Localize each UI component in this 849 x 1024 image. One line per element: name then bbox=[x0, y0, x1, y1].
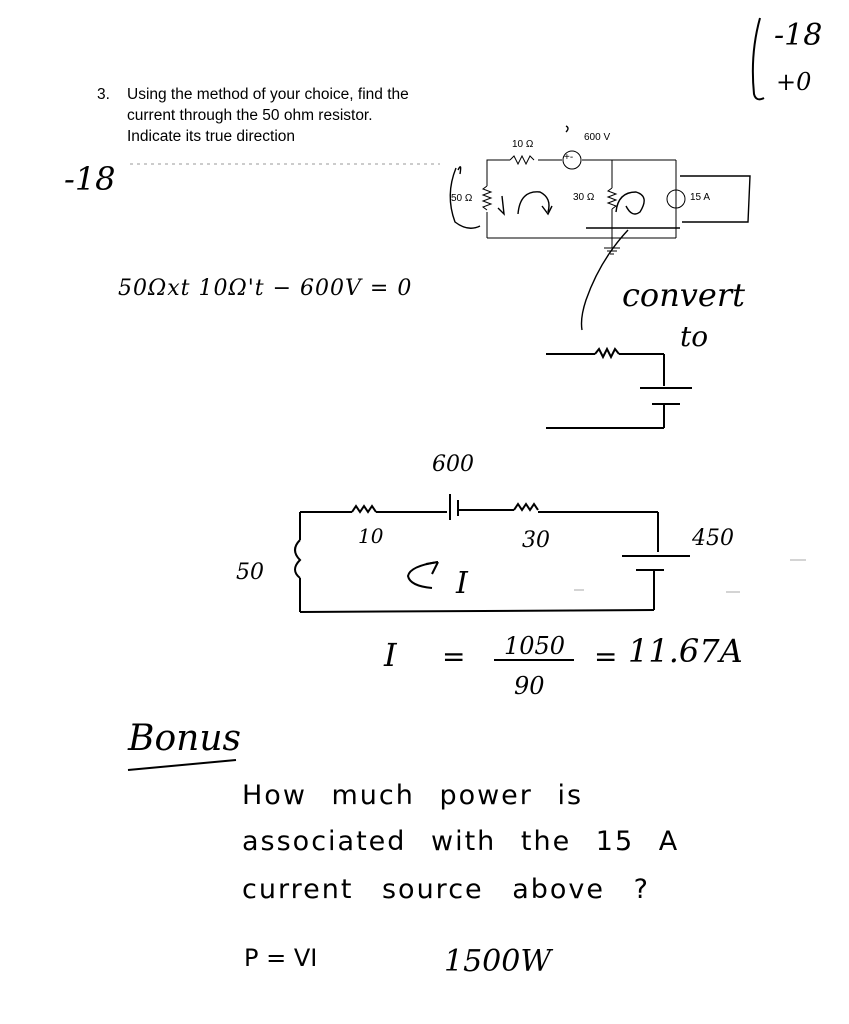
c1-r10-label: 10 Ω bbox=[512, 139, 534, 150]
result-lhs: I bbox=[384, 636, 397, 674]
question-line-1: Using the method of your choice, find th… bbox=[127, 86, 409, 103]
c1-r30-label: 30 Ω bbox=[573, 192, 595, 203]
result-eq-2: = bbox=[594, 640, 618, 673]
margin-score: -18 bbox=[64, 160, 116, 198]
circuit-2-wires bbox=[294, 494, 690, 613]
c1-source-sign: +- bbox=[564, 152, 574, 163]
c1-v600-label: 600 V bbox=[584, 132, 611, 143]
c2-r30-label: 30 bbox=[522, 528, 550, 553]
result-value: 11.67A bbox=[628, 632, 743, 670]
bonus-answer: 1500W bbox=[444, 944, 552, 979]
circuit-1-wires bbox=[481, 150, 686, 255]
grade-bottom: +0 bbox=[776, 68, 812, 96]
bonus-line-1: How much power is bbox=[242, 780, 584, 811]
convert-sketch bbox=[546, 346, 692, 429]
grade-mark: -18 +0 bbox=[742, 14, 822, 104]
c2-v600-label: 600 bbox=[432, 452, 474, 477]
result-numerator: 1050 bbox=[504, 632, 566, 660]
bonus-line-3: current source above ? bbox=[242, 874, 650, 905]
result-eq-1: = bbox=[442, 640, 466, 673]
c2-current-label: I bbox=[456, 566, 468, 601]
bonus-line-2: associated with the 15 A bbox=[242, 826, 680, 857]
c1-r50-label: 50 Ω bbox=[451, 193, 473, 204]
grade-top: -18 bbox=[774, 18, 823, 53]
question-line-3: Indicate its true direction bbox=[127, 128, 296, 145]
grade-bracket bbox=[751, 17, 765, 101]
bonus-formula: P = VI bbox=[244, 944, 318, 972]
c2-r50-label: 50 bbox=[236, 560, 264, 585]
convert-label: convert bbox=[622, 276, 745, 314]
bonus-title: Bonus bbox=[128, 718, 241, 759]
question-number: 3. bbox=[97, 86, 110, 103]
loop-equation: 50Ωxt 10Ω't − 600V = 0 bbox=[118, 276, 413, 301]
c2-r10-label: 10 bbox=[358, 524, 384, 548]
convert-to-label: to bbox=[680, 320, 709, 353]
result-denominator: 90 bbox=[514, 672, 545, 700]
circuit-1-annotations bbox=[449, 125, 751, 331]
question-text: Using the method of your choice, find th… bbox=[127, 84, 409, 147]
c1-i15-label: 15 A bbox=[690, 192, 711, 203]
question-line-2: current through the 50 ohm resistor. bbox=[127, 107, 373, 124]
c2-v450-label: 450 bbox=[692, 526, 734, 551]
